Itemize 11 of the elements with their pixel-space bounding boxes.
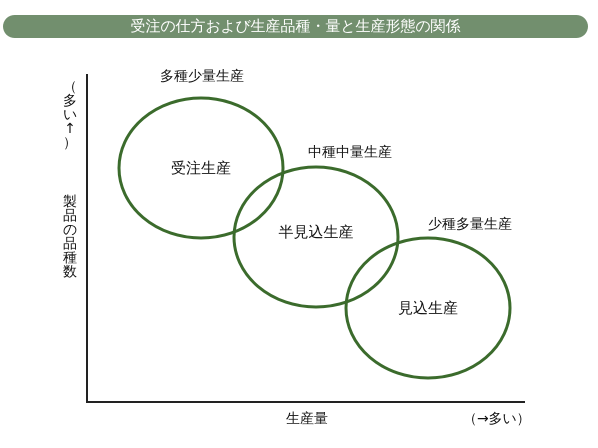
caption-label: 中種中量生産 (308, 144, 392, 162)
node-label: 半見込生産 (278, 223, 354, 241)
title-banner: 受注の仕方および生産品種・量と生産形態の関係 (3, 15, 588, 38)
caption-label: 多種少量生産 (160, 68, 244, 86)
axis-note: （多い↑） (62, 80, 78, 150)
node-label: 見込生産 (398, 299, 458, 317)
axis-title: 製品の品種数 (62, 195, 78, 279)
caption-label: 少種多量生産 (428, 216, 512, 234)
node-label: 受注生産 (171, 159, 231, 177)
axis-title: 生産量 (286, 411, 328, 427)
axis-note: （→多い） (463, 411, 531, 427)
